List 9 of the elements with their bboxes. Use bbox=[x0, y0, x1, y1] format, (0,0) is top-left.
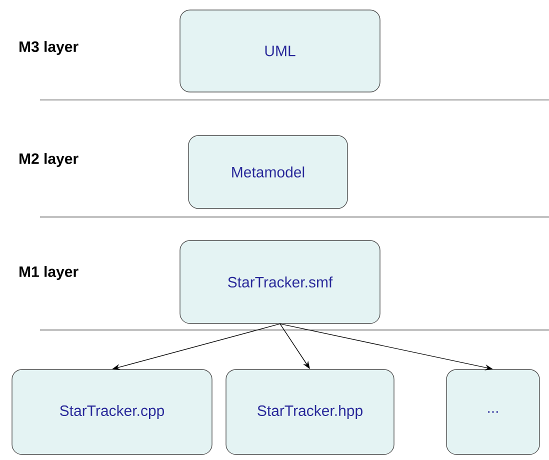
layer-label: M1 layer bbox=[20, 266, 78, 280]
process-box: UML bbox=[180, 10, 380, 92]
layer-label: M2 layer bbox=[20, 153, 78, 167]
layer-label: M3 layer bbox=[20, 41, 78, 55]
process-box: ... bbox=[446, 369, 540, 455]
process-box: Metamodel bbox=[188, 135, 348, 209]
process-box: StarTracker.cpp bbox=[12, 369, 212, 455]
process-box: StarTracker.smf bbox=[180, 240, 380, 324]
process-box: StarTracker.hpp bbox=[226, 369, 394, 455]
